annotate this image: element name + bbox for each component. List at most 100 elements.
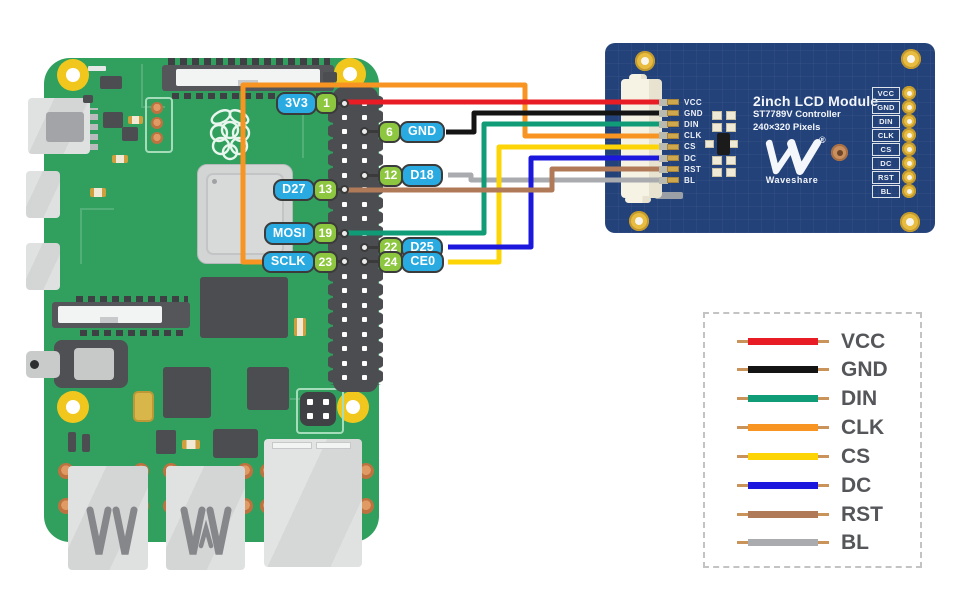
lcd-breakout-pad: [902, 100, 916, 114]
lcd-resolution: 240×320 Pixels: [753, 121, 821, 133]
lcd-silk-label-din: DIN: [684, 119, 699, 129]
gpio-pin: [362, 114, 367, 120]
gpio-pin: [362, 230, 367, 236]
audio-jack-barrel: [26, 351, 60, 378]
pin-number-badge: 23: [312, 251, 338, 274]
lcd-connector-foot: [655, 192, 683, 199]
lcd-breakout-label-din: DIN: [872, 114, 900, 128]
gpio-pin: [342, 288, 347, 294]
usb-a-port-1: [68, 466, 148, 570]
lcd-breakout-pad: [902, 86, 916, 100]
gpio-pin: [362, 216, 367, 222]
lcd-connector-pin: [659, 143, 668, 151]
gpio-pin: [362, 158, 367, 164]
smd-resistor: [712, 111, 722, 120]
jumper-pin: [323, 413, 329, 419]
jumper-pin: [323, 399, 329, 405]
usb-a-port-2: [166, 466, 245, 570]
smd-pad: [729, 140, 738, 148]
legend-label: VCC: [841, 329, 886, 353]
legend-wire-color: [748, 424, 818, 432]
waveshare-logo: [765, 139, 822, 175]
pin-signal-label: D18: [401, 164, 443, 187]
legend-wire-swatch: [737, 424, 829, 432]
lcd-connector-contact: [667, 155, 679, 161]
ethernet-chip: [213, 429, 258, 458]
lcd-controller: ST7789V Controller: [753, 109, 841, 120]
smd-resistor: [712, 156, 722, 165]
lcd-mount-hole: [901, 49, 921, 69]
legend-wire-swatch: [737, 395, 829, 403]
smd-chip: [122, 127, 138, 141]
camera-connector-slot: [176, 69, 320, 86]
gpio-pin: [362, 375, 367, 381]
lcd-connector-contact: [667, 166, 679, 173]
lcd-via-hole: [831, 144, 848, 161]
gpio-pin: [362, 143, 367, 149]
legend-item-din: DIN: [705, 388, 920, 410]
lcd-brand: Waveshare: [765, 175, 819, 185]
pin-header-pad: [151, 117, 163, 129]
pin-signal-label: GND: [399, 120, 446, 144]
lcd-silk-label-dc: DC: [684, 153, 697, 163]
legend-wire-color: [748, 366, 818, 374]
usb-micro-port: [26, 243, 60, 290]
legend-label: GND: [841, 358, 888, 382]
legend-item-clk: CLK: [705, 417, 920, 439]
mount-hole: [57, 391, 89, 423]
gpio-pin: [342, 360, 347, 366]
lcd-breakout-pad: [902, 156, 916, 170]
smd-chip: [68, 432, 76, 452]
display-connector-tab: [100, 317, 118, 323]
legend-wire-color: [748, 452, 818, 460]
registered-mark: ®: [819, 135, 826, 145]
lcd-connector-contact: [667, 132, 679, 139]
gpio-pin: [342, 129, 347, 135]
lcd-connector-contact: [667, 143, 679, 150]
smd-resistor: [726, 123, 736, 132]
lcd-breakout-label-dc: DC: [872, 156, 900, 170]
gpio-pin: [342, 317, 347, 323]
legend-wire-color: [748, 395, 818, 403]
copper-pad: [358, 463, 374, 479]
legend-item-bl: BL: [705, 532, 920, 554]
lcd-connector-pin: [659, 132, 668, 140]
audio-jack-inner: [74, 348, 114, 380]
legend-label: CLK: [841, 416, 885, 440]
gpio-pin: [362, 187, 367, 193]
gpio-pin: [362, 288, 367, 294]
jumper-pin: [307, 399, 313, 405]
smd-resistor: [712, 123, 722, 132]
jumper-header-body: [300, 392, 336, 426]
pcb-trace: [80, 210, 82, 264]
pin-header-pad: [151, 102, 163, 114]
ethernet-slot: [316, 442, 351, 449]
gpio-pin: [362, 346, 367, 352]
gpio-pin: [342, 143, 347, 149]
gpio-pin: [342, 158, 347, 164]
legend-wire-swatch: [737, 337, 829, 345]
lcd-breakout-label-rst: RST: [872, 170, 900, 184]
gpio-pin-dot: [360, 243, 369, 252]
gpio-pin: [342, 375, 347, 381]
lcd-silk-label-cs: CS: [684, 142, 696, 152]
smd-capacitor: [90, 188, 106, 197]
usb-prongs: [180, 506, 232, 555]
legend-wire-swatch: [737, 481, 829, 489]
smd-component: [88, 66, 106, 71]
smd-transistor: [717, 133, 730, 155]
smd-pad: [705, 140, 714, 148]
lcd-breakout-label-vcc: VCC: [872, 86, 900, 100]
hdmi-pins: [90, 108, 98, 150]
gpio-pin: [362, 317, 367, 323]
ethernet-port: [264, 439, 362, 567]
pin-signal-label: D27: [273, 178, 315, 202]
pin-number-badge: 24: [378, 251, 404, 274]
legend-wire-swatch: [737, 539, 829, 547]
lcd-connector-pin: [659, 120, 668, 128]
legend-label: DC: [841, 473, 872, 497]
